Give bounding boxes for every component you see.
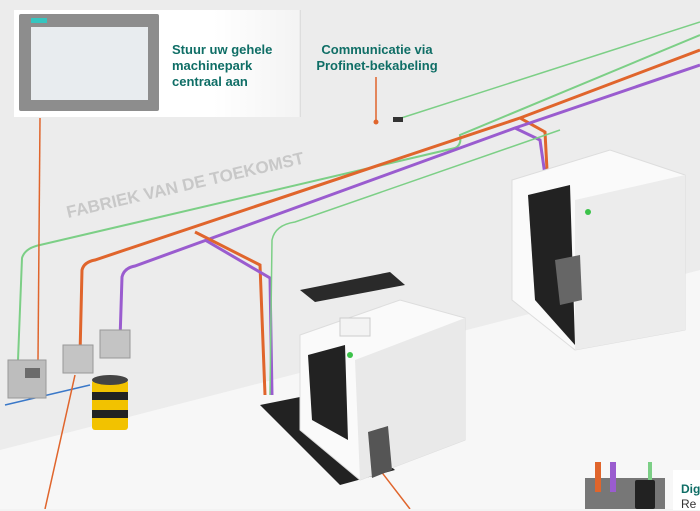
- floor-line: [4, 384, 91, 406]
- control-panel: [368, 426, 392, 478]
- machine-roof: [300, 272, 405, 302]
- control-cabinet: [7, 359, 47, 399]
- divider: [300, 10, 301, 117]
- status-light: [347, 352, 353, 358]
- leader-dot: [373, 119, 379, 125]
- digital-subtitle: Re: [681, 497, 697, 511]
- control-panel-2: [555, 255, 582, 305]
- leader-line: [379, 469, 411, 509]
- central-control-title: Stuur uw gehele machinepark centraal aan: [172, 42, 273, 89]
- barrel: [92, 380, 128, 430]
- machine-window: [308, 345, 348, 440]
- data-drop: [204, 238, 274, 396]
- leader-line: [44, 374, 76, 509]
- status-light-2: [585, 209, 591, 215]
- profinet-cable-2: [394, 21, 700, 121]
- digital-title: Dig: [681, 482, 700, 496]
- profinet-title: Communicatie via Profinet-bekabeling: [316, 42, 438, 73]
- leader-line: [37, 117, 41, 361]
- hmi-panel-image: [19, 14, 159, 111]
- power-cable: [78, 48, 700, 356]
- data-cable: [118, 63, 700, 341]
- cabinet-display: [25, 368, 40, 378]
- machine-window-2: [528, 185, 575, 345]
- junction-box: [62, 344, 94, 374]
- junction-box: [99, 329, 131, 359]
- digital-callout: Dig Re: [673, 470, 700, 511]
- brand-logo: [31, 18, 47, 23]
- profinet-drop: [269, 129, 561, 396]
- profinet-switch: [393, 117, 403, 122]
- power-drop: [194, 230, 267, 396]
- hmi-screen: [31, 27, 148, 100]
